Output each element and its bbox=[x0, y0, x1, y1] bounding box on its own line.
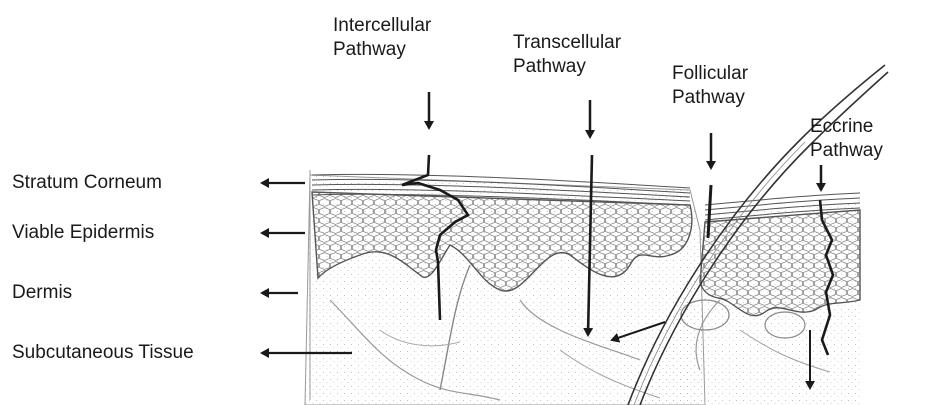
intercellular-label-line2: Pathway bbox=[333, 38, 431, 62]
intercellular-label-line1: Intercellular bbox=[333, 14, 431, 38]
viable-epidermis-label: Viable Epidermis bbox=[12, 221, 154, 245]
follicular-label-line1: Follicular bbox=[672, 62, 748, 86]
follicular-label-line2: Pathway bbox=[672, 86, 748, 110]
eccrine-label-line1: Eccrine bbox=[810, 115, 883, 139]
eccrine-pathway-label: Eccrine Pathway bbox=[810, 115, 883, 163]
transcellular-label-line2: Pathway bbox=[513, 55, 621, 79]
dermis-label: Dermis bbox=[12, 281, 72, 305]
transcellular-label-line1: Transcellular bbox=[513, 31, 621, 55]
follicular-pathway-label: Follicular Pathway bbox=[672, 62, 748, 110]
subcutaneous-tissue-label: Subcutaneous Tissue bbox=[12, 341, 194, 365]
transcellular-pathway-label: Transcellular Pathway bbox=[513, 31, 621, 79]
stratum-corneum-label: Stratum Corneum bbox=[12, 171, 162, 195]
eccrine-label-line2: Pathway bbox=[810, 139, 883, 163]
intercellular-pathway-label: Intercellular Pathway bbox=[333, 14, 431, 62]
pathway-arrows bbox=[429, 92, 821, 190]
